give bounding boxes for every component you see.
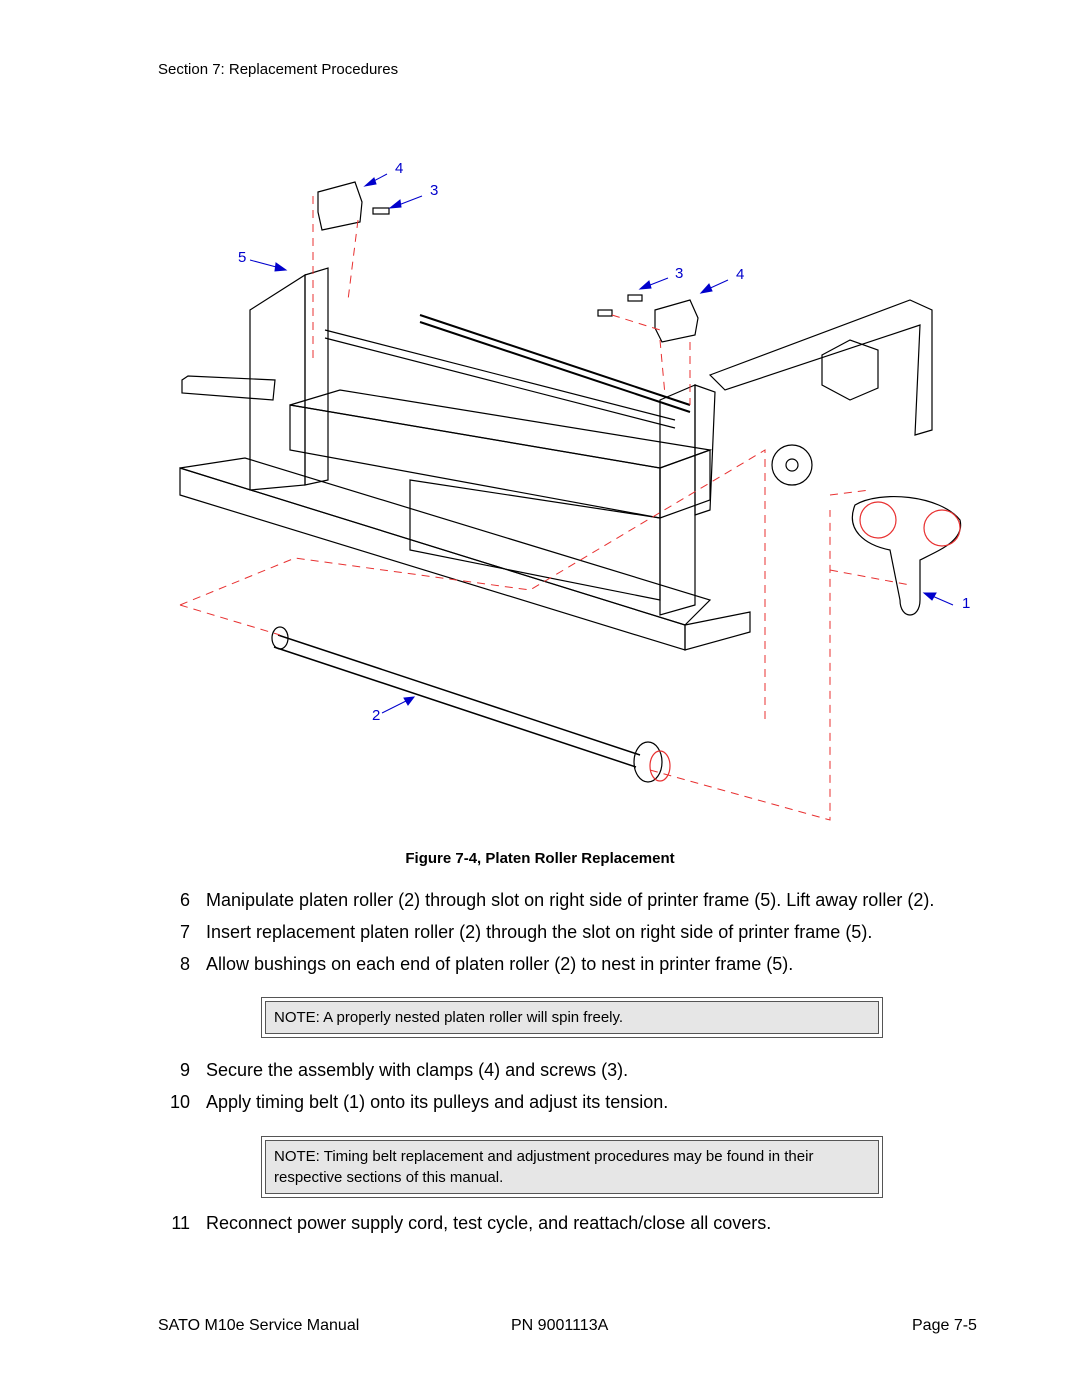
step-number: 6 (179, 890, 190, 910)
step-number: 11 (171, 1213, 190, 1233)
step-text: Allow bushings on each end of platen rol… (206, 954, 794, 974)
section-header: Section 7: Replacement Procedures (158, 61, 399, 78)
note-box-timing-belt: NOTE: Timing belt replacement and adjust… (261, 1136, 883, 1198)
step-text: Apply timing belt (1) onto its pulleys a… (206, 1092, 669, 1112)
step-11: 11 Reconnect power supply cord, test cycl… (160, 1213, 771, 1234)
step-number: 8 (179, 954, 190, 974)
platen-roller-diagram: 4 3 5 3 4 1 2 (179, 160, 970, 821)
callout-4-right: 4 (736, 266, 744, 283)
note-box-nesting: NOTE: A properly nested platen roller wi… (261, 997, 883, 1038)
footer-part-number: PN 9001113A (511, 1317, 609, 1334)
callout-2: 2 (372, 707, 380, 724)
callout-5: 5 (238, 249, 246, 266)
note-text: NOTE: Timing belt replacement and adjust… (265, 1140, 879, 1194)
note-text: NOTE: A properly nested platen roller wi… (265, 1001, 879, 1034)
step-text: Insert replacement platen roller (2) thr… (206, 922, 873, 942)
step-9: 9 Secure the assembly with clamps (4) and… (160, 1060, 628, 1081)
footer-page-number: Page 7-5 (912, 1317, 977, 1334)
step-number: 7 (179, 922, 190, 942)
step-7: 7 Insert replacement platen roller (2) th… (160, 922, 872, 943)
callout-3-top: 3 (430, 182, 438, 199)
callout-4-top: 4 (395, 160, 403, 177)
figure-caption: Figure 7-4, Platen Roller Replacement (405, 850, 675, 867)
callout-3-right: 3 (675, 265, 683, 282)
step-8: 8 Allow bushings on each end of platen ro… (160, 954, 793, 975)
step-text: Secure the assembly with clamps (4) and … (206, 1060, 629, 1080)
step-6: 6 Manipulate platen roller (2) through sl… (160, 890, 934, 911)
footer-manual-title: SATO M10e Service Manual (158, 1317, 360, 1334)
callout-1: 1 (962, 595, 970, 612)
step-10: 10 Apply timing belt (1) onto its pulleys… (160, 1092, 668, 1113)
step-number: 9 (179, 1060, 190, 1080)
step-text: Reconnect power supply cord, test cycle,… (206, 1213, 772, 1233)
step-number: 10 (169, 1092, 190, 1112)
step-text: Manipulate platen roller (2) through slo… (206, 890, 935, 910)
